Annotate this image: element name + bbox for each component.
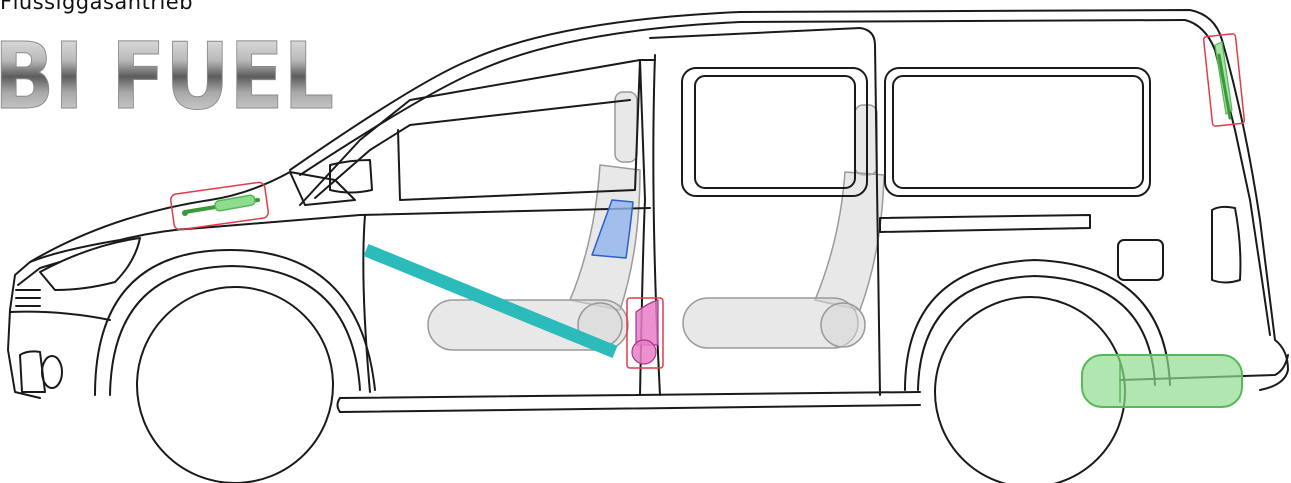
rear-seat (682, 104, 885, 349)
rear-component-frame (1202, 33, 1246, 127)
gas-tank (1081, 354, 1243, 408)
bi-fuel-logo: BI FUEL (0, 28, 335, 118)
logo-text: BI FUEL (0, 28, 334, 118)
van-body (7, 9, 1289, 483)
blue-component (591, 199, 634, 259)
engine-component-frame (169, 181, 270, 231)
pink-component-frame (626, 297, 664, 369)
caption-title: Flüssiggasantrieb (0, 0, 194, 14)
gas-pipe (363, 243, 618, 359)
